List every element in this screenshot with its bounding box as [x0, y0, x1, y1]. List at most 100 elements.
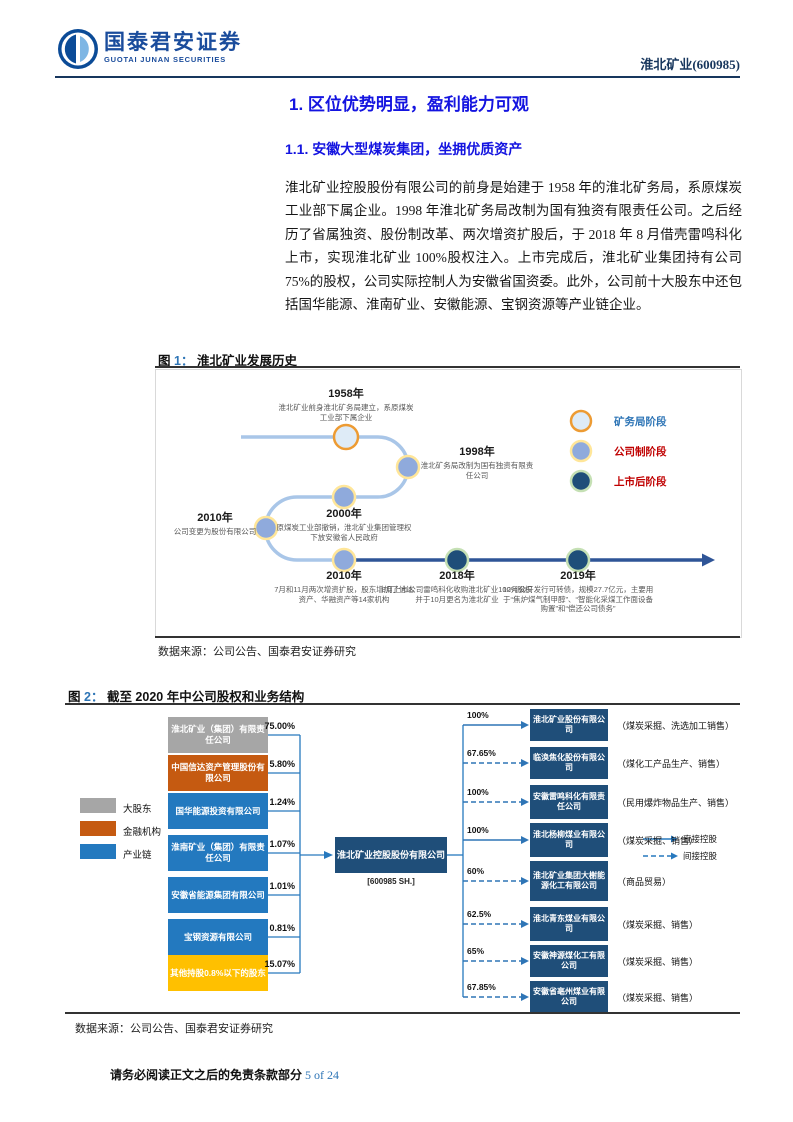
figure1-bottom-rule	[155, 636, 740, 638]
subsidiary-box: 淮北矿业集团大榭能源化工有限公司	[530, 861, 608, 901]
timeline-desc: 淮北矿业前身淮北矿务局建立，系原煤炭工业部下属企业	[278, 403, 414, 422]
figure2-source: 数据来源：公司公告、国泰君安证券研究	[75, 1023, 273, 1035]
shareholder-box: 其他持股0.8%以下的股东	[168, 955, 268, 991]
timeline-event-2010-left: 2010年 公司变更为股份有限公司	[156, 512, 274, 537]
figure2-bottom-rule	[65, 1012, 740, 1014]
shareholder-box: 中国信达资产管理股份有限公司	[168, 755, 268, 791]
section-heading-1: 1. 区位优势明显，盈利能力可观	[289, 95, 529, 114]
figure2-caption-rule	[65, 703, 740, 705]
legend-label-chain: 产业链	[123, 850, 152, 861]
timeline-year: 2010年	[326, 570, 362, 582]
header-rule	[55, 76, 740, 78]
shareholder-pct: 5.80%	[269, 759, 295, 769]
timeline-event-2000: 2000年 原煤炭工业部撤销，淮北矿业集团管理权下放安徽省人民政府	[274, 508, 414, 542]
subsidiary-business: （商品贸易）	[617, 877, 672, 887]
subsidiary-business: （民用爆炸物品生产、销售）	[617, 798, 735, 808]
shareholder-pct: 15.07%	[264, 959, 295, 969]
shareholder-box: 宝钢资源有限公司	[168, 919, 268, 955]
timeline-event-1958: 1958年 淮北矿业前身淮北矿务局建立，系原煤炭工业部下属企业	[276, 388, 416, 422]
timeline-legend-company: 公司制阶段	[614, 446, 667, 458]
figure2-caption-number: 2：	[84, 690, 104, 704]
subsidiary-pct: 100%	[467, 710, 489, 720]
shareholder-pct: 1.07%	[269, 839, 295, 849]
legend-swatch-chain	[80, 844, 116, 859]
subsidiary-box: 淮北青东煤业有限公司	[530, 907, 608, 941]
subsidiary-pct: 65%	[467, 946, 485, 956]
timeline-desc: 7月和11月两次增资扩股，股东增加了信达资产、华融资产等14家机构	[274, 585, 414, 604]
timeline-desc: 12月公开发行可转债，规模27.7亿元，主要用于“焦炉煤气制甲醇”、“智能化采煤…	[502, 585, 654, 613]
timeline-legend-bureau: 矿务局阶段	[614, 416, 667, 428]
figure1-caption-number: 1：	[174, 354, 194, 368]
figure1-caption-prefix: 图	[158, 354, 171, 368]
shareholder-pct: 0.81%	[269, 923, 295, 933]
subsidiary-box: 淮北杨柳煤业有限公司	[530, 823, 608, 857]
company-box: 淮北矿业控股股份有限公司	[335, 837, 447, 873]
subsidiary-box: 安徽雷鸣科化有限责任公司	[530, 785, 608, 819]
brand-name-en: GUOTAI JUNAN SECURITIES	[104, 55, 227, 64]
legend-swatch-major	[80, 798, 116, 813]
subsidiary-business: （煤炭采掘、洗选加工销售）	[617, 721, 735, 731]
timeline-desc: 8月上市公司雷鸣科化收购淮北矿业100%股权并于10月更名为淮北矿业	[381, 585, 533, 604]
subsidiary-business: （煤炭采掘、销售）	[617, 836, 699, 846]
legend-swatch-financial	[80, 821, 116, 836]
shareholder-pct: 1.01%	[269, 881, 295, 891]
legend-label-financial: 金融机构	[123, 827, 162, 838]
subsidiary-pct: 67.85%	[467, 982, 496, 992]
figure2-caption-prefix: 图	[68, 690, 81, 704]
footer-disclaimer: 请务必阅读正文之后的免责条款部分	[110, 1068, 303, 1082]
subsidiary-business: （煤炭采掘、销售）	[617, 993, 699, 1003]
subsidiary-business: （煤炭采掘、销售）	[617, 957, 699, 967]
footer-page-number: 5 of 24	[305, 1068, 340, 1082]
subsidiary-pct: 60%	[467, 866, 485, 876]
body-paragraph: 淮北矿业控股股份有限公司的前身是始建于 1958 年的淮北矿务局，系原煤炭工业部…	[285, 180, 742, 313]
timeline-year: 1998年	[459, 446, 495, 458]
figure1-caption: 图 1： 淮北矿业发展历史	[158, 350, 297, 369]
timeline-year: 2010年	[197, 512, 233, 524]
shareholder-box: 安徽省能源集团有限公司	[168, 877, 268, 913]
figure1-source: 数据来源：公司公告、国泰君安证券研究	[158, 646, 356, 658]
subsidiary-business: （煤化工产品生产、销售）	[617, 759, 726, 769]
subsidiary-business: （煤炭采掘、销售）	[617, 920, 699, 930]
timeline-desc: 公司变更为股份有限公司	[173, 527, 257, 536]
subsidiary-box: 安徽省亳州煤业有限公司	[530, 981, 608, 1013]
subsidiary-pct: 100%	[467, 825, 489, 835]
subsidiary-pct: 62.5%	[467, 909, 492, 919]
figure1-caption-title: 淮北矿业发展历史	[196, 354, 297, 368]
company-ticker: [600985 SH.]	[367, 877, 415, 886]
shareholder-box: 国华能源投资有限公司	[168, 793, 268, 829]
timeline-year: 2018年	[439, 570, 475, 582]
timeline-year: 2000年	[326, 508, 362, 520]
figure1-caption-rule	[155, 366, 740, 368]
shareholder-box: 淮南矿业（集团）有限责任公司	[168, 835, 268, 871]
figure1-timeline: 1958年 淮北矿业前身淮北矿务局建立，系原煤炭工业部下属企业 1998年 淮北…	[155, 369, 742, 638]
timeline-event-1998: 1998年 淮北矿务局改制为国有独资有限责任公司	[418, 446, 536, 480]
legend-label-major: 大股东	[123, 804, 152, 815]
shareholder-pct: 75.00%	[264, 721, 295, 731]
subsidiary-box: 安徽神源煤化工有限公司	[530, 945, 608, 977]
legend-label-indirect: 间接控股	[683, 851, 718, 861]
timeline-diagram-graphics	[241, 409, 715, 573]
brand-name: 国泰君安证券 GUOTAI JUNAN SECURITIES	[104, 31, 242, 64]
subsidiary-pct: 100%	[467, 787, 489, 797]
timeline-desc: 原煤炭工业部撤销，淮北矿业集团管理权下放安徽省人民政府	[276, 523, 412, 542]
timeline-desc: 淮北矿务局改制为国有独资有限责任公司	[420, 461, 534, 480]
footer: 请务必阅读正文之后的免责条款部分 5 of 24	[110, 1066, 339, 1083]
subsidiary-box: 淮北矿业股份有限公司	[530, 709, 608, 741]
legend-label-direct: 直接控股	[683, 834, 718, 844]
structure-connector-graphics	[268, 721, 678, 1001]
stock-tag: 淮北矿业(600985)	[640, 57, 740, 72]
section-heading-1-1: 1.1. 安徽大型煤炭集团，坐拥优质资产	[285, 141, 523, 157]
timeline-event-2018: 2018年 8月上市公司雷鸣科化收购淮北矿业100%股权并于10月更名为淮北矿业	[379, 570, 535, 604]
figure2-caption-title: 截至 2020 年中公司股权和业务结构	[106, 690, 305, 704]
shareholder-pct: 1.24%	[269, 797, 295, 807]
figure2-caption: 图 2： 截至 2020 年中公司股权和业务结构	[68, 686, 304, 705]
timeline-year: 1958年	[328, 388, 364, 400]
timeline-event-2019: 2019年 12月公开发行可转债，规模27.7亿元，主要用于“焦炉煤气制甲醇”、…	[500, 570, 656, 614]
subsidiary-pct: 67.65%	[467, 748, 496, 758]
brand-logo-icon	[57, 28, 99, 70]
subsidiary-box: 临涣焦化股份有限公司	[530, 747, 608, 779]
timeline-legend-listed: 上市后阶段	[614, 476, 667, 488]
shareholder-box: 淮北矿业（集团）有限责任公司	[168, 717, 268, 753]
brand-name-cn: 国泰君安证券	[104, 31, 242, 54]
